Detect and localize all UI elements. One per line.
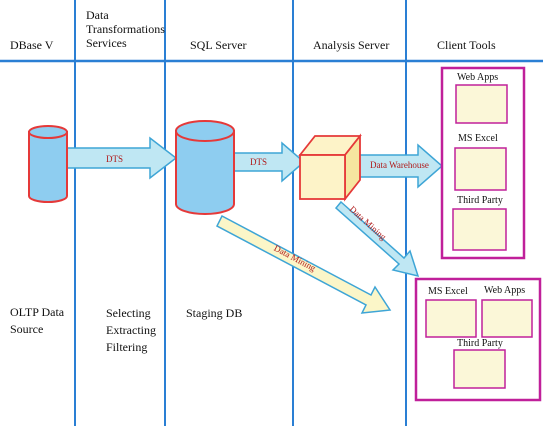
staging-db-label: Staging DB bbox=[186, 306, 243, 320]
dbase-cylinder bbox=[28, 125, 68, 203]
third-party-tile-bottom bbox=[453, 349, 506, 389]
data-mining-arrow-2 bbox=[334, 200, 420, 278]
oltp-data-source-label: OLTP Data Source bbox=[10, 305, 65, 336]
dts-operations-label: Selecting Extracting Filtering bbox=[106, 306, 156, 354]
header-data-transformations-services: Data Transformations Services bbox=[86, 8, 165, 50]
data-warehouse-arrow bbox=[354, 143, 444, 189]
header-sql-server: SQL Server bbox=[190, 38, 247, 52]
client-top-ms-excel-label: MS Excel bbox=[458, 133, 498, 144]
data-mining-arrow-1 bbox=[216, 214, 392, 314]
staging-db-cylinder bbox=[175, 120, 235, 215]
client-box-bottom bbox=[414, 277, 542, 402]
dts-arrow-1-label: DTS bbox=[106, 154, 124, 164]
data-warehouse-arrow-label: Data Warehouse bbox=[370, 160, 429, 170]
dts-arrow-2 bbox=[231, 141, 306, 183]
client-top-web-apps-label: Web Apps bbox=[457, 72, 499, 83]
client-bottom-web-apps-label: Web Apps bbox=[484, 285, 526, 296]
client-bottom-third-party-label: Third Party bbox=[457, 338, 503, 349]
client-bottom-ms-excel-label: MS Excel bbox=[428, 286, 468, 297]
dts-arrow-1 bbox=[63, 136, 178, 180]
header-client-tools: Client Tools bbox=[437, 38, 496, 52]
ms-excel-tile-top bbox=[454, 147, 507, 191]
header-dbase-v: DBase V bbox=[10, 38, 54, 52]
ms-excel-tile-bottom bbox=[425, 299, 477, 338]
web-apps-tile-top bbox=[455, 84, 508, 124]
client-top-third-party-label: Third Party bbox=[457, 195, 503, 206]
web-apps-tile-bottom bbox=[481, 299, 533, 338]
analysis-cube bbox=[298, 133, 362, 202]
client-box-top bbox=[440, 66, 526, 260]
header-analysis-server: Analysis Server bbox=[313, 38, 390, 52]
dts-arrow-2-label: DTS bbox=[250, 157, 268, 167]
third-party-tile-top bbox=[452, 208, 507, 251]
